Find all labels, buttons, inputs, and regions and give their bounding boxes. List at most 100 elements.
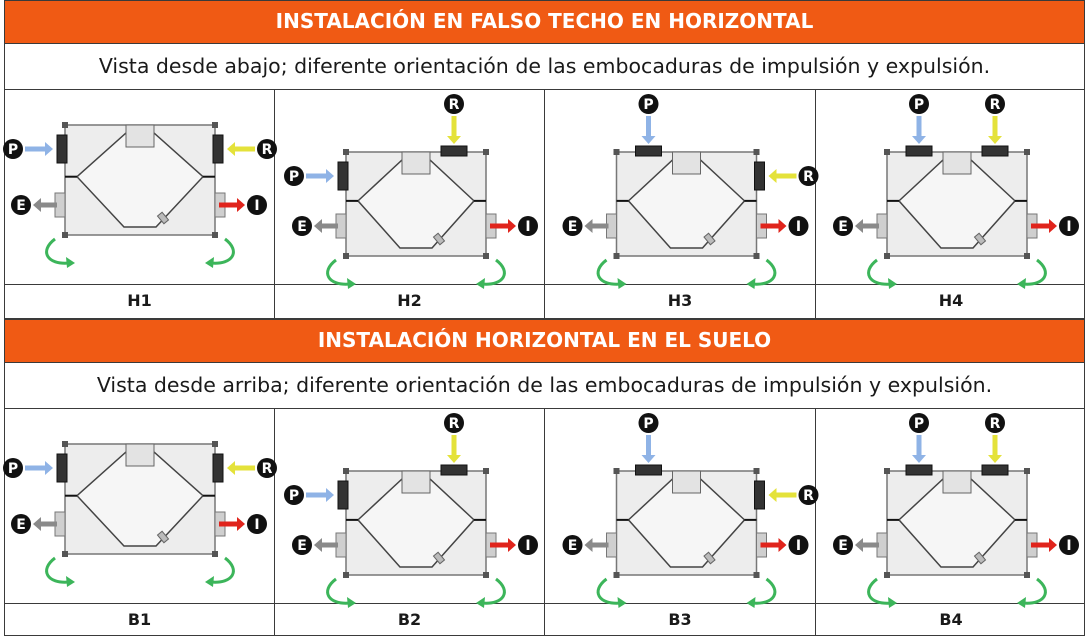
- unit-corner: [343, 572, 349, 578]
- unit-corner: [483, 253, 489, 259]
- rotate-right-head: [746, 597, 756, 608]
- unit-corner: [1024, 149, 1030, 155]
- side-port: [754, 480, 765, 510]
- top-port: [635, 145, 662, 157]
- unit-corner: [483, 149, 489, 155]
- supply-marker: [284, 166, 304, 186]
- exhaust-marker-letter: E: [568, 219, 578, 235]
- return-marker-letter: R: [990, 416, 1001, 432]
- exhaust-marker-letter: E: [838, 219, 848, 235]
- top-port: [981, 145, 1009, 157]
- intake-marker-letter: I: [1066, 538, 1071, 554]
- unit-corner: [212, 122, 218, 128]
- unit-corner: [62, 232, 68, 238]
- exhaust-arrow-head: [855, 538, 863, 552]
- unit-corner: [884, 468, 890, 474]
- supply-arrow-head: [45, 461, 53, 475]
- exhaust-marker: [562, 216, 583, 236]
- rotate-right-head: [1017, 597, 1026, 608]
- rotate-left-arrow: [45, 237, 70, 265]
- drain-detail: [703, 232, 716, 246]
- central-block: [672, 151, 701, 175]
- central-block: [942, 470, 972, 494]
- exhaust-marker: [292, 216, 312, 236]
- rotate-left-arrow: [596, 577, 621, 605]
- rotate-right-arrow: [1022, 577, 1047, 605]
- intake-arrow-head: [1049, 538, 1057, 552]
- unit-corner: [753, 149, 760, 155]
- return-arrow-head: [227, 461, 235, 475]
- rotate-left-arrow: [867, 258, 892, 286]
- central-block: [401, 151, 431, 175]
- intake-marker: [247, 195, 267, 215]
- intake-marker-letter: I: [254, 517, 259, 533]
- rotate-left-arrow: [596, 258, 621, 286]
- supply-marker: [638, 94, 659, 114]
- exhaust-arrow-head: [855, 219, 863, 233]
- exhaust-marker-letter: E: [16, 198, 26, 214]
- config-label: B1: [5, 604, 275, 635]
- rotate-right-head: [205, 257, 214, 268]
- supply-marker: [909, 94, 929, 114]
- side-port: [337, 161, 349, 191]
- supply-arrow-head: [45, 142, 53, 156]
- side-port: [754, 161, 765, 191]
- rotate-right-arrow: [752, 577, 777, 605]
- unit-corner: [62, 122, 68, 128]
- return-marker-letter: R: [990, 97, 1001, 113]
- unit-corner: [212, 441, 218, 447]
- unit-corner: [343, 253, 349, 259]
- intake-marker: [1059, 535, 1079, 555]
- intake-marker-letter: I: [525, 219, 530, 235]
- exhaust-arrow-head: [33, 517, 41, 531]
- side-port: [212, 453, 224, 483]
- unit-corner: [753, 253, 760, 259]
- exhaust-marker: [292, 535, 312, 555]
- config-label: H1: [5, 285, 275, 318]
- config-label: B3: [545, 604, 816, 635]
- unit-corner: [343, 149, 349, 155]
- exhaust-marker-letter: E: [838, 538, 848, 554]
- intake-marker-letter: I: [254, 198, 259, 214]
- rotate-left-head: [617, 278, 627, 289]
- return-marker-letter: R: [262, 461, 273, 477]
- intake-arrow-head: [1049, 219, 1057, 233]
- intake-arrow-head: [508, 219, 516, 233]
- return-marker: [257, 139, 277, 159]
- rotate-right-arrow: [210, 556, 235, 584]
- intake-marker-letter: I: [1066, 219, 1071, 235]
- section-title-floor: INSTALACIÓN HORIZONTAL EN EL SUELO: [4, 319, 1085, 363]
- central-block: [125, 443, 155, 467]
- rotate-right-head: [476, 278, 485, 289]
- label-row-floor: B1 B2 B3 B4: [4, 604, 1085, 636]
- label-row-ceiling: H1 H2 H3 H4: [4, 285, 1085, 319]
- exhaust-marker: [11, 514, 31, 534]
- exhaust-marker: [833, 535, 853, 555]
- return-marker: [444, 94, 464, 114]
- config-label: H2: [275, 285, 545, 318]
- unit-corner: [613, 149, 620, 155]
- drain-detail: [703, 551, 716, 565]
- installation-table: INSTALACIÓN EN FALSO TECHO EN HORIZONTAL…: [3, 0, 1086, 636]
- exhaust-marker: [562, 535, 583, 555]
- exhaust-arrow-head: [584, 538, 593, 552]
- drain-detail: [432, 551, 446, 565]
- unit-corner: [212, 232, 218, 238]
- return-arrow-head: [988, 136, 1002, 144]
- supply-marker: [909, 413, 929, 433]
- return-marker-letter: R: [803, 488, 814, 504]
- config-label: B2: [275, 604, 545, 635]
- supply-marker: [3, 139, 23, 159]
- intake-marker-letter: I: [525, 538, 530, 554]
